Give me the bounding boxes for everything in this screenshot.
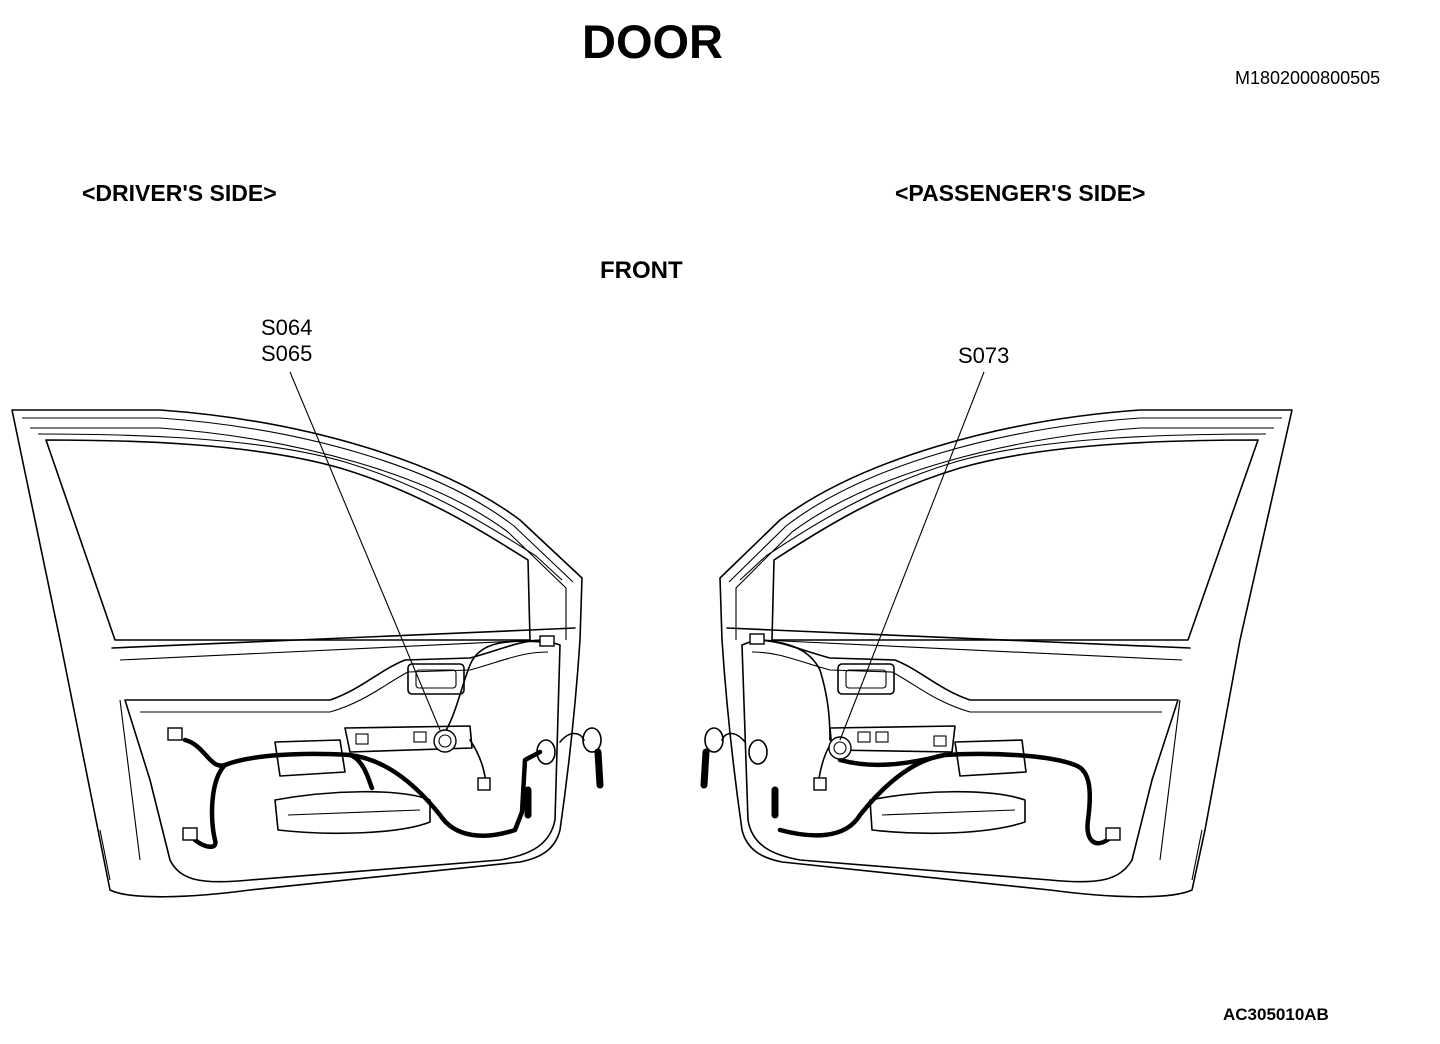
document-id: M1802000800505 [1235,68,1381,88]
driver-inner-handle [407,663,465,695]
passenger-wiring-harness [777,751,1113,846]
passenger-connector [1105,827,1121,841]
driver-side-heading: <DRIVER'S SIDE> [82,180,277,206]
callout-s064-s065-leader [289,371,441,731]
passenger-door-outer-frame [719,409,1293,898]
passenger-trim-panel [741,639,1179,883]
callout-s073-label: S073 [958,343,1010,368]
driver-switch-panel [344,725,473,753]
passenger-inner-handle [837,663,895,695]
driver-door-pocket [274,790,431,835]
front-direction-label: FRONT [600,257,683,284]
driver-window-opening [45,439,531,641]
figure-id: AC305010AB [1223,1005,1329,1024]
diagram-title: DOOR [582,15,723,68]
passenger-door-pocket [869,790,1026,835]
passenger-window-opening [771,439,1259,641]
callout-s065-label: S065 [261,341,313,366]
passenger-door [700,371,1293,898]
callout-s073-leader [839,371,985,741]
passenger-splice-s073 [828,736,852,760]
driver-door-outer-frame [11,409,583,898]
callout-s064-label: S064 [261,315,313,340]
driver-splice-s064-s065 [433,729,457,753]
driver-door [11,371,604,898]
passenger-side-heading: <PASSENGER'S SIDE> [895,180,1146,206]
driver-connector [167,727,183,741]
driver-trim-panel [124,639,561,883]
